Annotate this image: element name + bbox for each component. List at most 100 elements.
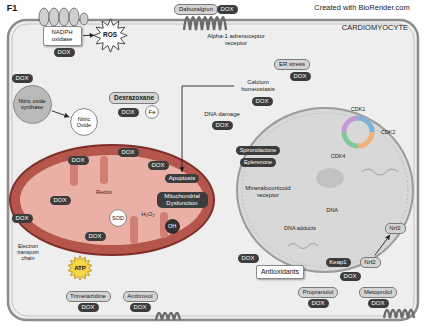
cell-region: CARDIOMYOCYTENADPH oxidaseDOXROSAlpha-1 … <box>8 20 418 320</box>
node-text: NADPH oxidase <box>47 29 77 42</box>
process-label: Electron transport chain <box>11 242 46 263</box>
node-text: H₂O₂ <box>141 211 155 218</box>
agent-pill: Metoprolol <box>359 287 397 298</box>
drug-pill: DOX <box>308 299 329 308</box>
node-text: DOX <box>371 300 384 307</box>
node-text: DOX <box>15 75 28 82</box>
node-text: Nrf2 <box>364 259 375 266</box>
drug-pill: DOX <box>130 303 151 312</box>
molecule-circle-outline <box>110 210 127 227</box>
pathway-arrow <box>375 235 390 256</box>
drug-pill: DOX <box>78 303 99 312</box>
node-text: Keap1 <box>329 259 346 266</box>
drug-pill: DOX <box>85 232 106 241</box>
process-box: NADPH oxidase <box>43 26 82 46</box>
mitochondrial-cristae <box>100 156 108 184</box>
process-label: Calcium homeostasis <box>236 78 281 94</box>
mitochondrion <box>10 145 214 255</box>
node-text: OH <box>168 223 176 229</box>
drug-pill: DOX <box>118 108 139 117</box>
process-label: H₂O₂ <box>140 210 157 219</box>
node-text: Spironolactone <box>240 147 277 153</box>
node-text: DOX <box>220 6 233 13</box>
pathway-arrow <box>52 111 70 117</box>
node-text: Propranolol <box>303 289 334 296</box>
node-text: DOX <box>71 157 84 164</box>
node-text: Mineralocorticoid receptor <box>241 185 295 198</box>
nadph-oxidase-complex <box>69 8 79 26</box>
nadph-oxidase-complex <box>49 8 59 26</box>
agent-pill: Propranolol <box>298 287 338 298</box>
gene-label: CDK1 <box>351 106 366 112</box>
pathway-label: DNA <box>326 207 338 213</box>
drug-pill: DOX <box>12 214 33 223</box>
nadph-oxidase-complex <box>39 8 49 26</box>
node-text: Dabuzalgron <box>179 6 213 13</box>
receptor-symbol <box>384 310 414 318</box>
drug-pill: DOX <box>12 74 33 83</box>
node-text: Alpha-1 adrenoceptor receptor <box>205 33 267 46</box>
drug-pill: Apoptosis <box>165 174 199 183</box>
node-text: Mitochondrial Dysfunction <box>160 193 204 206</box>
molecule-circle: Nitric Oxide <box>70 108 98 136</box>
drug-pill: Keap1 <box>326 258 351 267</box>
molecule-circle-outline <box>146 106 159 119</box>
watermark: Created with BioRender.com <box>314 4 409 12</box>
agent-pill: Nrf2 <box>360 257 381 268</box>
molecule-circle: Fe <box>145 105 159 119</box>
node-text: Nrf2 <box>389 225 400 232</box>
drug-pill: DOX <box>68 156 89 165</box>
nadph-oxidase-complex <box>39 8 88 26</box>
drug-pill: DOX <box>217 5 238 14</box>
drug-pill: DOX <box>148 161 169 170</box>
molecule-circle-outline <box>71 109 98 136</box>
figure-label: F1 <box>7 4 18 14</box>
cell-cycle-wheel <box>358 118 372 132</box>
nadph-oxidase-complex <box>59 8 69 26</box>
drug-pill: DOX <box>238 254 259 263</box>
agent-pill: Ambroxol <box>123 291 158 302</box>
node-text: Apoptosis <box>169 175 195 182</box>
drug-pill: DOX <box>340 272 361 281</box>
enzyme-circle: Nitric oxide synthase <box>13 85 52 124</box>
process-label: DNA damage <box>203 110 242 119</box>
nucleus <box>362 169 398 175</box>
drug-pill: DOX <box>54 48 75 57</box>
atp-burst: ATP <box>67 255 93 281</box>
node-text: ATP <box>74 265 86 272</box>
node-text: DOX <box>81 304 94 311</box>
agent-pill: Dexrazoxane <box>109 92 159 104</box>
node-text: Fe <box>148 109 155 116</box>
node-text: SOD <box>112 215 124 221</box>
node-text: Calcium homeostasis <box>237 79 279 92</box>
drug-pill: DOX <box>212 121 233 130</box>
pathway-arrow <box>182 86 234 172</box>
process-label: Mineralocorticoid receptor <box>240 184 297 200</box>
mitochondrion <box>10 145 214 255</box>
mitochondrion <box>20 155 204 245</box>
agent-pill: Dabuzalgron <box>174 4 218 15</box>
nucleus <box>288 244 318 249</box>
node-text: Metoprolol <box>364 289 392 296</box>
node-text: DOX <box>133 304 146 311</box>
cell-membrane <box>8 20 418 320</box>
node-text: DOX <box>121 149 134 156</box>
drug-pill: Eplerenone <box>240 158 276 167</box>
pathway-label: DNA adducts <box>284 225 316 231</box>
node-text: Ambroxol <box>127 293 152 300</box>
drug-pill: DOX <box>290 72 311 81</box>
gene-label: CDK4 <box>331 153 346 159</box>
ros-burst: ROS <box>93 18 128 53</box>
node-text: DOX <box>343 273 356 280</box>
cell-cycle-wheel <box>344 132 358 146</box>
radical-circle-outline <box>165 219 179 233</box>
drug-pill: Mitochondrial Dysfunction <box>157 192 208 208</box>
node-text: DOX <box>255 98 268 105</box>
node-text: DOX <box>15 215 28 222</box>
node-text: DOX <box>151 162 164 169</box>
receptor-symbol <box>184 17 226 30</box>
node-text: Eplerenone <box>244 159 272 165</box>
cell-membrane <box>8 20 418 320</box>
node-text: DOX <box>121 109 134 116</box>
